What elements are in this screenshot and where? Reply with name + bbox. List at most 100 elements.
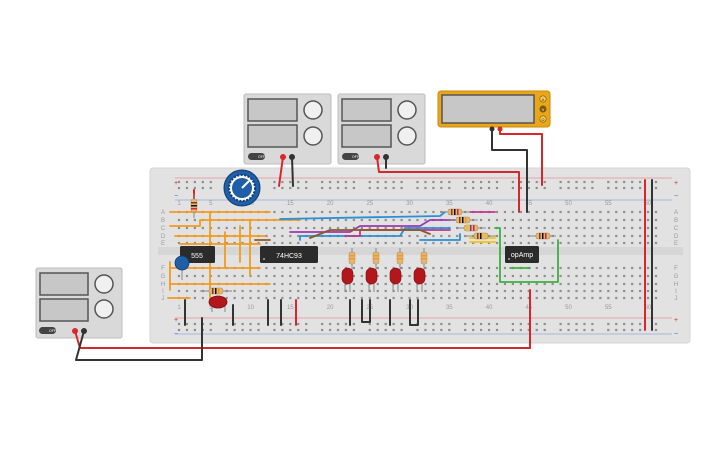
breadboard-hole[interactable] <box>416 296 419 300</box>
rail-hole[interactable] <box>400 328 403 332</box>
rail-hole[interactable] <box>185 328 189 332</box>
breadboard-hole[interactable] <box>241 274 244 278</box>
breadboard-hole[interactable] <box>543 289 546 293</box>
wire-blue-2[interactable] <box>299 227 451 241</box>
breadboard-hole[interactable] <box>344 218 348 222</box>
breadboard-hole[interactable] <box>487 274 491 278</box>
breadboard-hole[interactable] <box>591 226 594 230</box>
breadboard-hole[interactable] <box>591 296 594 300</box>
rail-hole[interactable] <box>472 180 475 184</box>
breadboard-hole[interactable] <box>281 296 284 300</box>
rail-hole[interactable] <box>591 180 594 184</box>
breadboard-hole[interactable] <box>376 226 379 230</box>
breadboard-hole[interactable] <box>376 218 379 222</box>
breadboard-hole[interactable] <box>527 218 530 222</box>
rail-hole[interactable] <box>575 328 578 332</box>
rail-hole[interactable] <box>654 180 658 184</box>
rail-hole[interactable] <box>480 186 483 190</box>
rail-hole[interactable] <box>225 322 228 326</box>
breadboard-hole[interactable] <box>289 296 292 300</box>
breadboard-hole[interactable] <box>599 296 602 300</box>
breadboard-hole[interactable] <box>265 241 268 245</box>
breadboard-hole[interactable] <box>185 289 189 293</box>
breadboard-hole[interactable] <box>440 234 443 238</box>
breadboard-hole[interactable] <box>424 289 427 293</box>
rail-hole[interactable] <box>615 180 618 184</box>
rail-hole[interactable] <box>583 186 586 190</box>
breadboard-hole[interactable] <box>281 234 284 238</box>
breadboard-hole[interactable] <box>297 296 300 300</box>
rail-hole[interactable] <box>639 186 642 190</box>
breadboard-hole[interactable] <box>527 274 530 278</box>
breadboard-hole[interactable] <box>440 296 443 300</box>
rail-hole[interactable] <box>281 186 284 190</box>
breadboard-hole[interactable] <box>257 296 260 300</box>
breadboard-hole[interactable] <box>487 241 491 245</box>
breadboard-hole[interactable] <box>177 226 181 230</box>
breadboard-hole[interactable] <box>241 296 244 300</box>
breadboard-hole[interactable] <box>297 282 300 286</box>
breadboard-hole[interactable] <box>424 234 427 238</box>
rail-hole[interactable] <box>273 328 276 332</box>
breadboard-hole[interactable] <box>535 218 538 222</box>
breadboard-hole[interactable] <box>201 226 204 230</box>
breadboard-hole[interactable] <box>432 234 435 238</box>
breadboard-hole[interactable] <box>623 266 626 270</box>
rail-hole[interactable] <box>448 322 451 326</box>
breadboard-hole[interactable] <box>321 282 324 286</box>
breadboard-hole[interactable] <box>480 274 483 278</box>
rail-hole[interactable] <box>400 322 403 326</box>
psu-current-knob[interactable] <box>94 299 114 319</box>
rail-hole[interactable] <box>249 322 252 326</box>
breadboard-hole[interactable] <box>432 210 435 214</box>
breadboard-hole[interactable] <box>321 226 324 230</box>
rail-hole[interactable] <box>623 322 626 326</box>
rail-hole[interactable] <box>336 328 340 332</box>
breadboard-hole[interactable] <box>503 226 507 230</box>
breadboard-hole[interactable] <box>615 234 618 238</box>
breadboard-hole[interactable] <box>440 282 443 286</box>
breadboard-hole[interactable] <box>511 234 514 238</box>
rail-hole[interactable] <box>376 186 379 190</box>
breadboard-hole[interactable] <box>328 289 332 293</box>
rail-hole[interactable] <box>615 186 618 190</box>
breadboard-hole[interactable] <box>543 241 546 245</box>
breadboard-hole[interactable] <box>583 296 586 300</box>
rail-hole[interactable] <box>464 180 467 184</box>
rail-hole[interactable] <box>519 328 522 332</box>
breadboard-hole[interactable] <box>464 241 467 245</box>
rail-hole[interactable] <box>416 180 419 184</box>
capacitor-red[interactable] <box>208 295 228 312</box>
breadboard-hole[interactable] <box>654 241 658 245</box>
breadboard-hole[interactable] <box>305 218 308 222</box>
breadboard-hole[interactable] <box>559 226 562 230</box>
breadboard-hole[interactable] <box>631 289 634 293</box>
rail-hole[interactable] <box>631 322 634 326</box>
breadboard-hole[interactable] <box>503 296 507 300</box>
breadboard-hole[interactable] <box>495 241 499 245</box>
led-resistor-4[interactable] <box>420 248 428 270</box>
breadboard-hole[interactable] <box>591 282 594 286</box>
breadboard-hole[interactable] <box>495 289 499 293</box>
rail-hole[interactable] <box>209 328 212 332</box>
breadboard-hole[interactable] <box>575 296 578 300</box>
rail-hole[interactable] <box>631 180 634 184</box>
breadboard-hole[interactable] <box>480 289 483 293</box>
breadboard-hole[interactable] <box>511 296 514 300</box>
breadboard-hole[interactable] <box>615 226 618 230</box>
breadboard-hole[interactable] <box>511 289 514 293</box>
breadboard-hole[interactable] <box>631 266 634 270</box>
breadboard-hole[interactable] <box>527 234 530 238</box>
breadboard-hole[interactable] <box>503 274 507 278</box>
rail-hole[interactable] <box>281 322 284 326</box>
wire-psu1-positive[interactable] <box>278 156 284 187</box>
rail-hole[interactable] <box>424 180 427 184</box>
breadboard-hole[interactable] <box>631 234 634 238</box>
breadboard-hole[interactable] <box>519 226 522 230</box>
breadboard-hole[interactable] <box>297 226 300 230</box>
breadboard-hole[interactable] <box>623 289 626 293</box>
led-4[interactable] <box>413 267 426 292</box>
breadboard-hole[interactable] <box>543 218 546 222</box>
rail-hole[interactable] <box>392 180 395 184</box>
rail-hole[interactable] <box>289 180 292 184</box>
